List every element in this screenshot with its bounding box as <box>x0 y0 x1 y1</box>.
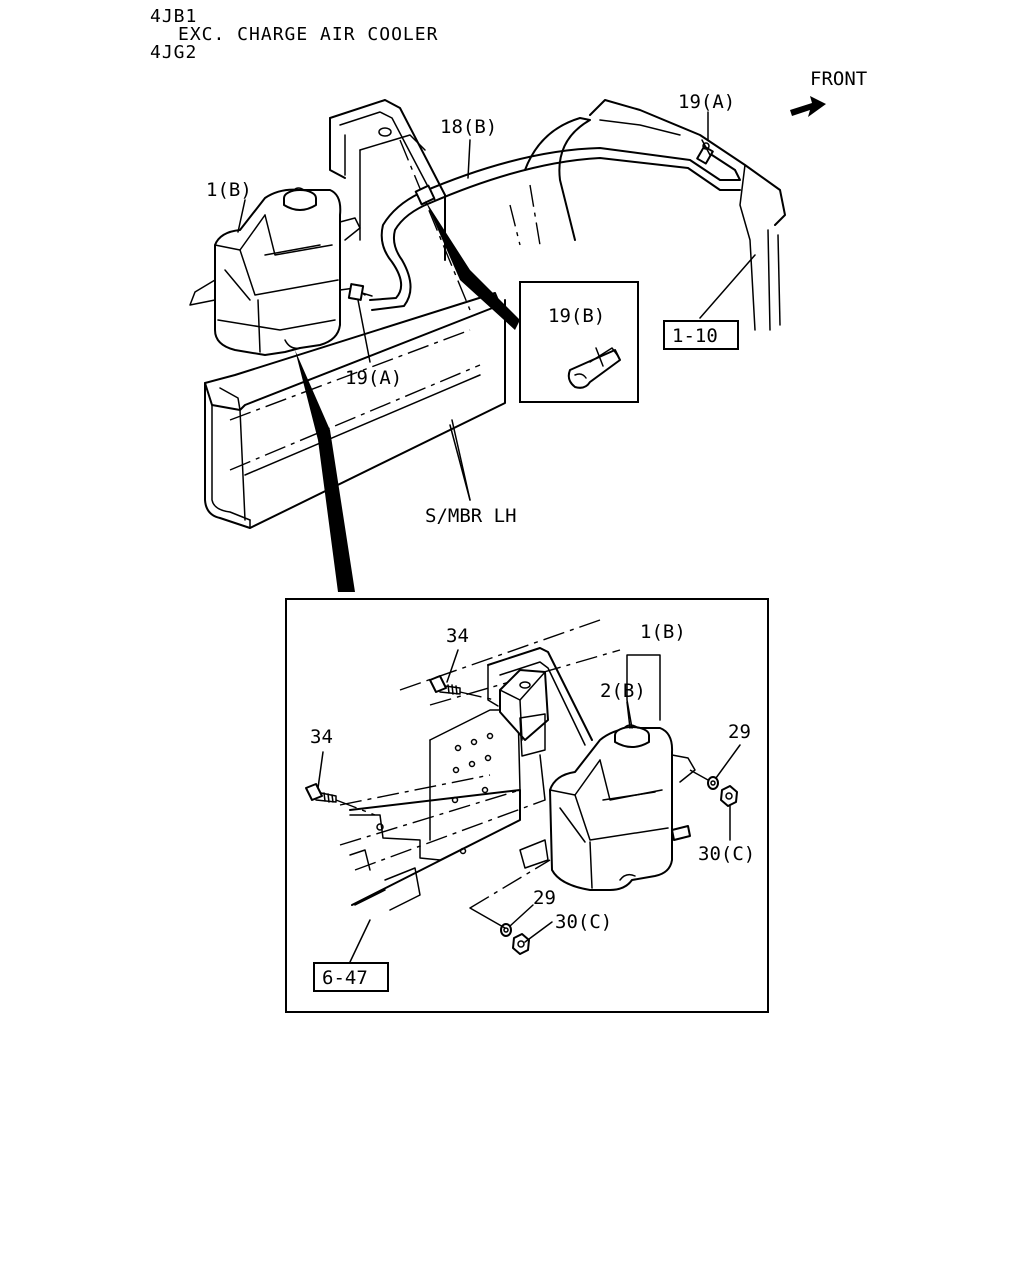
frame-side-member <box>204 292 506 529</box>
leader-tank <box>237 199 246 233</box>
bolt-upper <box>429 675 496 701</box>
leader-bolt-lower <box>317 751 324 789</box>
label-clamp-tank: 19(A) <box>345 367 402 389</box>
label-cap: 2(B) <box>600 680 646 702</box>
leader-washer-right <box>715 744 741 779</box>
leader-tank-detail <box>626 654 661 729</box>
label-frame-member: S/MBR LH <box>425 505 517 527</box>
axis-lower-fastener <box>469 907 506 929</box>
axis-right-fastener <box>689 769 709 781</box>
bolt-lower <box>305 783 376 816</box>
coolant-hose <box>369 147 741 311</box>
engine-code-2: 4JG2 <box>150 42 197 63</box>
hose-clamp-tank <box>347 283 373 301</box>
leader-cap <box>626 701 631 729</box>
label-hose: 18(B) <box>440 116 497 138</box>
leader-bolt-upper <box>446 649 459 683</box>
ref-box-radiator <box>663 320 739 350</box>
reservoir-tank-upper <box>189 187 366 356</box>
label-frame-ref: 6-47 <box>322 967 368 989</box>
hose-clamp-upper <box>696 139 714 165</box>
leader-clamp-tank <box>357 299 371 363</box>
detail-shroud-bracket <box>487 647 593 869</box>
leader-radiator-ref <box>699 254 756 319</box>
front-arrow-icon <box>790 96 826 117</box>
engine-code-1: 4JB1 <box>150 6 197 27</box>
label-nut-lower: 30(C) <box>555 911 612 933</box>
reservoir-tank-detail <box>549 724 696 891</box>
axis-lower-stud <box>469 859 551 909</box>
label-clamp-top: 19(A) <box>678 91 735 113</box>
front-label: FRONT <box>810 68 867 90</box>
label-radiator-ref: 1-10 <box>672 325 718 347</box>
nut-right <box>720 785 738 807</box>
variant-note: EXC. CHARGE AIR COOLER <box>178 24 438 45</box>
detail-pointer-clamp <box>425 200 520 330</box>
leader-hose <box>467 139 471 179</box>
label-tank: 1(B) <box>206 179 252 201</box>
clamp-detail-box <box>519 281 639 403</box>
label-bolt-upper: 34 <box>446 625 469 647</box>
nut-lower <box>512 933 530 955</box>
detail-pointer-tank <box>295 350 355 592</box>
label-tank-detail: 1(B) <box>640 621 686 643</box>
washer-right <box>707 776 719 790</box>
leader-nut-lower <box>524 921 553 943</box>
ref-box-frame <box>313 962 389 992</box>
detail-frame <box>285 598 769 1013</box>
label-nut-right: 30(C) <box>698 843 755 865</box>
leader-frame <box>451 419 471 501</box>
label-washer-lower: 29 <box>533 887 556 909</box>
leader-washer-lower <box>509 904 534 927</box>
label-bolt-lower: 34 <box>310 726 333 748</box>
label-clamp-detail: 19(B) <box>548 305 605 327</box>
label-washer-right: 29 <box>728 721 751 743</box>
radiator-support <box>329 99 786 331</box>
leader-frame-ref <box>349 919 371 963</box>
